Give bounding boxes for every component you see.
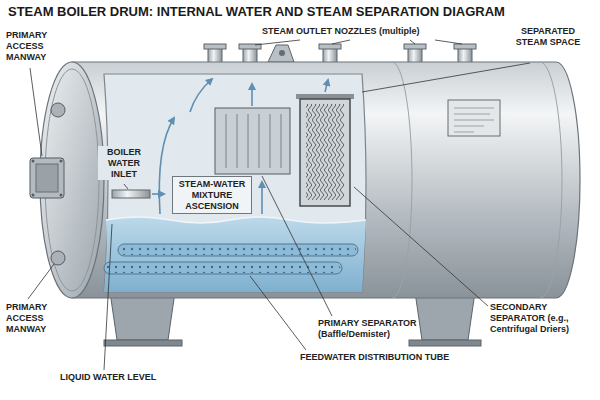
flow-label: STEAM-WATER MIXTURE ASCENSION	[172, 176, 252, 214]
separator-frame	[300, 99, 350, 206]
saddle-base	[409, 340, 481, 346]
small-flange	[51, 251, 65, 265]
part-label: LIQUID WATER LEVEL	[60, 372, 156, 383]
baffle-panel	[215, 108, 290, 174]
nameplate	[448, 100, 500, 136]
part-label: FEEDWATER DISTRIBUTION TUBE	[300, 352, 449, 363]
tube-perforation	[120, 245, 356, 255]
part-label: PRIMARY SEPARATOR (Baffle/Demister)	[318, 318, 446, 340]
leader-line	[30, 68, 42, 156]
boiler-water	[104, 217, 366, 292]
leader-line	[410, 40, 415, 44]
leader-line	[262, 176, 332, 316]
manway-flange	[30, 158, 64, 198]
lug-hole	[279, 50, 285, 56]
leader-line	[332, 40, 350, 44]
tube-perforation	[106, 263, 340, 273]
primary-separator	[215, 108, 290, 174]
flow-arrow	[261, 182, 263, 214]
part-label: STEAM OUTLET NOZZLES (multiple)	[262, 26, 420, 37]
saddle-support	[104, 292, 481, 346]
leader-line	[354, 187, 488, 306]
feedwater-tube	[118, 244, 358, 256]
inlet-pipe	[112, 190, 150, 198]
steam-outlet-nozzles	[204, 44, 476, 64]
part-label: SEPARATED STEAM SPACE	[512, 26, 584, 48]
nameplate-plate	[448, 100, 500, 136]
leader-line	[104, 224, 112, 370]
saddle-base	[104, 340, 182, 346]
water-surface	[106, 217, 366, 223]
part-label: PRIMARY ACCESS MANWAY	[6, 302, 62, 334]
nozzle-flange	[319, 44, 341, 49]
nozzle-flange	[204, 44, 226, 49]
manway	[30, 103, 65, 265]
saddle-web	[110, 292, 175, 340]
baffle-fins	[226, 114, 281, 168]
flow-arrow	[152, 193, 164, 195]
chevron-vanes	[306, 104, 344, 200]
saddle-web	[415, 292, 475, 340]
leader-line	[362, 63, 530, 92]
nozzle-flange	[404, 44, 426, 49]
leader-lines	[28, 40, 530, 370]
leader-line	[435, 40, 462, 44]
flow-arrows	[152, 79, 328, 214]
leader-line	[124, 184, 128, 189]
leader-line	[255, 40, 300, 45]
nozzle-flange	[454, 44, 476, 49]
bolt	[60, 160, 63, 163]
lifting-lug	[268, 45, 294, 62]
part-label: SECONDARY SEPARATOR (e.g., Centrifugal D…	[490, 302, 596, 334]
leader-line	[28, 264, 54, 299]
shell-seam	[392, 62, 412, 298]
flow-arrow	[251, 84, 253, 106]
diagram-title: STEAM BOILER DRUM: INTERNAL WATER AND ST…	[8, 4, 505, 19]
flow-arrow	[325, 80, 328, 92]
cutaway-interior	[104, 74, 366, 292]
secondary-separator	[296, 94, 354, 206]
small-flange	[51, 103, 65, 117]
feedwater-tubes	[104, 244, 358, 274]
part-label: BOILER WATER INLET	[98, 146, 150, 180]
shell-seam	[540, 62, 562, 298]
flow-arrow	[190, 79, 212, 112]
drum-shell	[72, 62, 580, 298]
part-label: PRIMARY ACCESS MANWAY	[6, 30, 62, 62]
leader-line	[250, 276, 306, 350]
bolt	[32, 194, 35, 197]
nameplate-engraving	[454, 108, 494, 132]
bolt	[32, 160, 35, 163]
bolt	[60, 194, 63, 197]
manway-cover	[36, 164, 58, 192]
